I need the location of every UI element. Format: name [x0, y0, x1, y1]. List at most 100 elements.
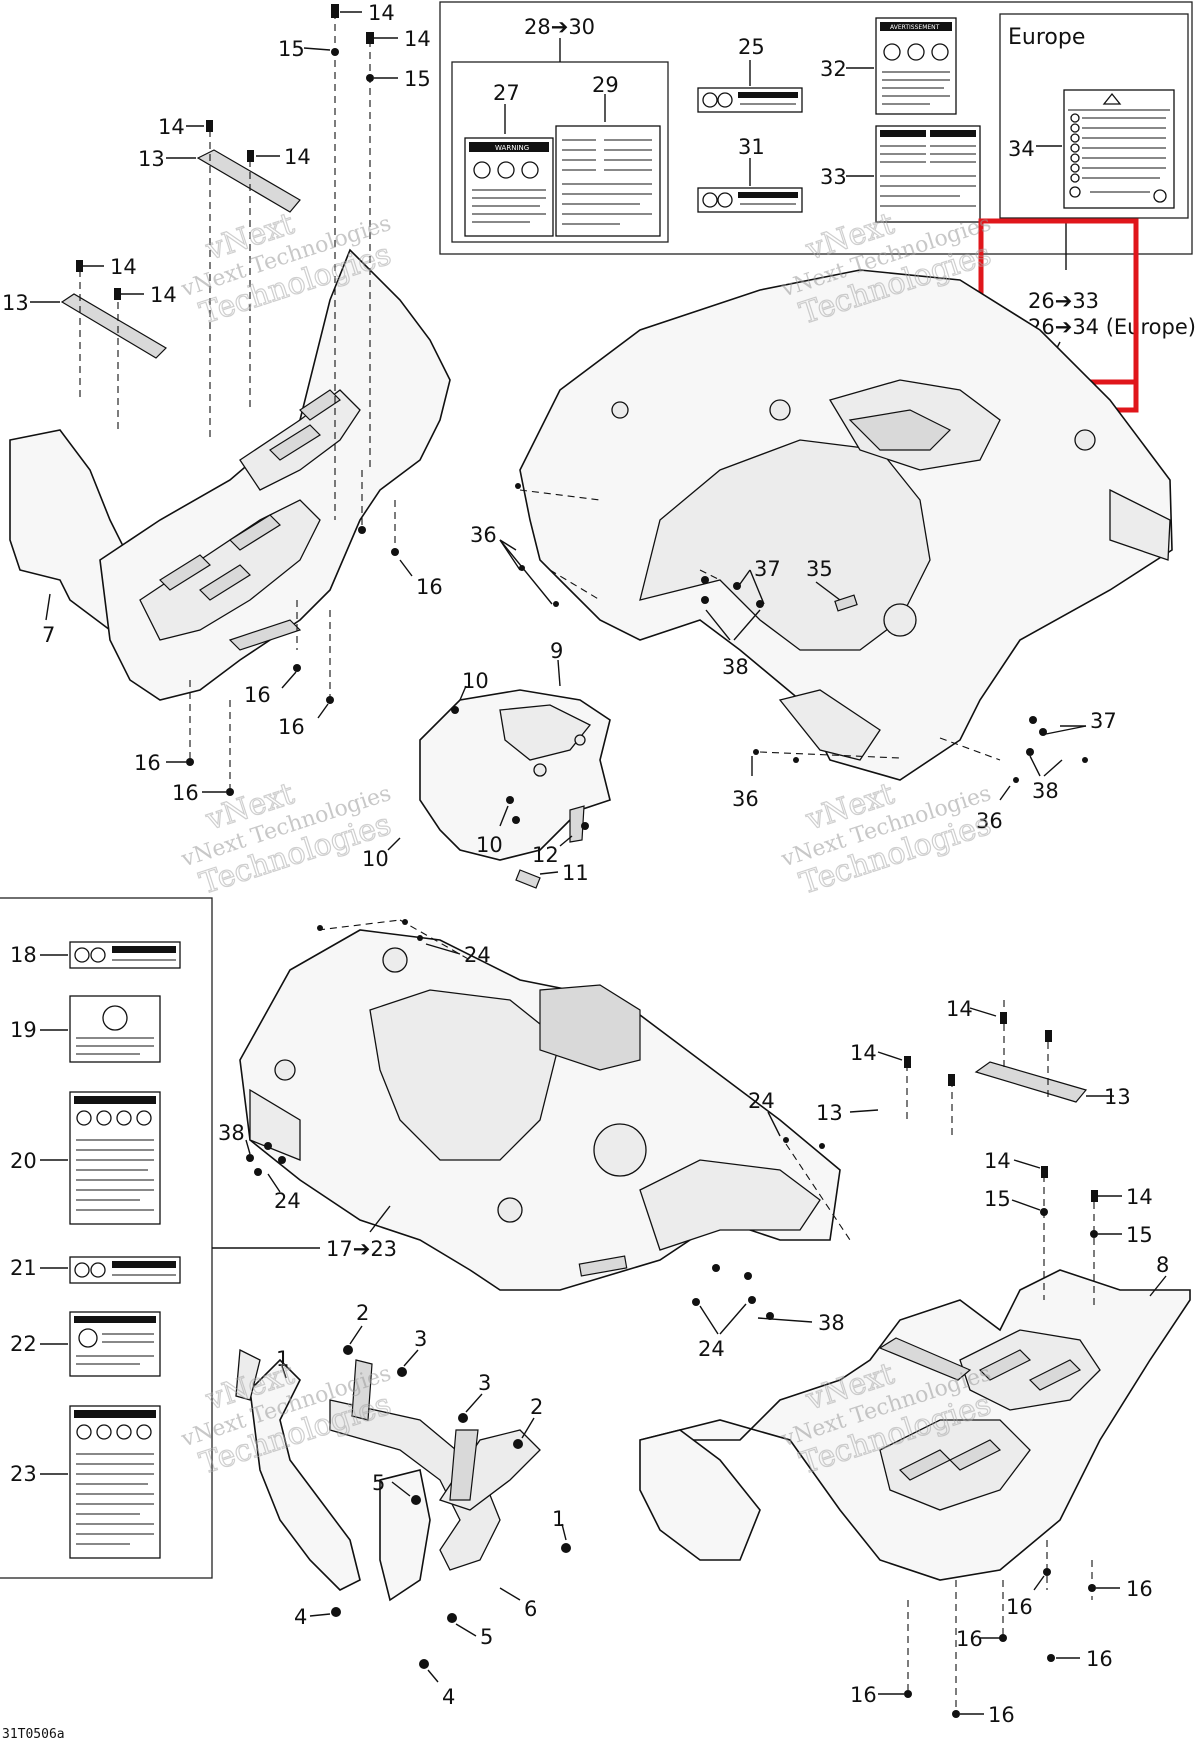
footrest-right-tray-b	[959, 1329, 1101, 1411]
front-fender-headlight-pod	[539, 984, 641, 1071]
part-number-14: 14	[404, 27, 431, 51]
part-number-7: 7	[42, 623, 55, 647]
part-number-14: 14	[158, 115, 185, 139]
part-number-5: 5	[480, 1625, 493, 1649]
decal-20-pictogram	[116, 1110, 132, 1126]
step-plate-13-d	[974, 1061, 1088, 1103]
decal-23-text-lines	[76, 1453, 154, 1545]
step-plates	[60, 149, 1088, 1381]
part-number-13: 13	[138, 147, 165, 171]
decal-30-text-lines	[562, 139, 652, 225]
part-number-13: 13	[816, 1101, 843, 1125]
front-fender-storage	[369, 989, 561, 1161]
step-plate-13-c	[878, 1337, 972, 1381]
decal-23-pictogram	[136, 1424, 152, 1440]
front-fender	[239, 929, 841, 1291]
part-number-31: 31	[738, 135, 765, 159]
part-number-10: 10	[362, 847, 389, 871]
part-number-36: 36	[470, 523, 497, 547]
part-number-15: 15	[1126, 1223, 1153, 1247]
console-hole	[574, 734, 586, 746]
decal-32-pictogram	[907, 43, 925, 61]
decal-32-pictogram	[931, 43, 949, 61]
part-number-33: 33	[820, 165, 847, 189]
part-number-29: 27	[493, 81, 520, 105]
part-number-1: 1	[276, 1347, 289, 1371]
callouts: 14 15 14 15 14 13 14 14 14 13 7 16 16 16…	[2, 1, 1169, 1727]
footrest-left-reflector	[228, 619, 302, 651]
part-number-37: 37	[754, 557, 781, 581]
decal-29-header	[469, 142, 549, 152]
callout-26-33: 26➔33	[1028, 289, 1099, 313]
leader-35	[815, 581, 841, 601]
part-number-16: 16	[244, 683, 271, 707]
part-number-3: 3	[414, 1327, 427, 1351]
part-number-8: 8	[1156, 1253, 1169, 1277]
decal-32	[875, 17, 957, 115]
drawing-code: 31T0506a	[2, 1727, 65, 1742]
part-number-37: 37	[1090, 709, 1117, 733]
part-number-13: 13	[1104, 1085, 1131, 1109]
decal-27-pictogram	[717, 92, 733, 108]
part-number-14: 14	[946, 997, 973, 1021]
decal-33-text-lines	[880, 130, 976, 207]
leader-17-23-fender	[369, 1205, 391, 1233]
assembly-lines	[79, 12, 1095, 1710]
decal-20-pictogram	[136, 1110, 152, 1126]
part-number-10: 10	[476, 833, 503, 857]
part-number-14: 14	[984, 1149, 1011, 1173]
decal-19-text-lines	[76, 1037, 154, 1055]
decal-35	[834, 594, 858, 612]
decal-32-pictogram	[883, 43, 901, 61]
decal-18-header	[112, 946, 176, 953]
console	[419, 689, 611, 889]
decal-31-pictogram	[702, 192, 718, 208]
bracket-11	[515, 869, 541, 889]
decal-panel-left: 18 19 20	[0, 897, 397, 1579]
decal-20-text-lines	[76, 1139, 154, 1211]
part-number-5: 5	[372, 1471, 385, 1495]
front-fender-cup-holder	[593, 1123, 647, 1177]
part-number-11: 11	[562, 861, 589, 885]
part-number-21: 21	[10, 1256, 37, 1280]
bumper-bracket-center	[379, 1469, 431, 1602]
decal-29-header-text: WARNING	[495, 144, 529, 152]
decal-20-pictogram	[96, 1110, 112, 1126]
decal-32-header	[880, 22, 952, 31]
watermark-3: vNext vNext Technologies Technologies	[178, 776, 396, 902]
decal-30	[555, 125, 661, 237]
part-number-16: 16	[988, 1703, 1015, 1727]
part-number-16: 16	[1006, 1595, 1033, 1619]
part-number-1: 1	[552, 1507, 565, 1531]
front-fender-wheel-arch	[639, 1159, 821, 1251]
rear-fender-storage-lid	[848, 409, 952, 451]
rear-fender-wheel-arch	[639, 439, 931, 651]
part-number-2: 2	[530, 1395, 543, 1419]
step-plate-13-b	[60, 293, 167, 359]
part-number-30: 29	[592, 73, 619, 97]
europe-title: Europe	[1008, 25, 1085, 50]
decal-21-pictogram	[90, 1262, 106, 1278]
decal-23-pictogram	[96, 1424, 112, 1440]
footrest-left-treads	[159, 389, 341, 601]
highlight-callout-26: 26➔33 26➔34 (Europe)	[978, 218, 1196, 413]
console-recess	[499, 704, 592, 761]
part-number-14: 14	[150, 283, 177, 307]
part-number-14: 14	[850, 1041, 877, 1065]
part-number-38: 38	[722, 655, 749, 679]
part-number-35: 35	[806, 557, 833, 581]
part-number-4: 4	[294, 1605, 307, 1629]
decal-19-pictogram	[102, 1005, 128, 1031]
decal-32-text-lines	[882, 71, 950, 105]
part-number-23: 23	[10, 1462, 37, 1486]
decal-31-header	[738, 192, 798, 198]
part-number-16: 16	[956, 1627, 983, 1651]
part-number-15: 15	[278, 37, 305, 61]
step-plate-13-a	[196, 149, 301, 213]
rear-fender-lower	[778, 689, 881, 761]
part-number-25: 24	[748, 1089, 775, 1113]
mudflap-right	[639, 1429, 761, 1561]
decal-29	[464, 137, 554, 237]
part-number-34: 34	[1008, 137, 1035, 161]
